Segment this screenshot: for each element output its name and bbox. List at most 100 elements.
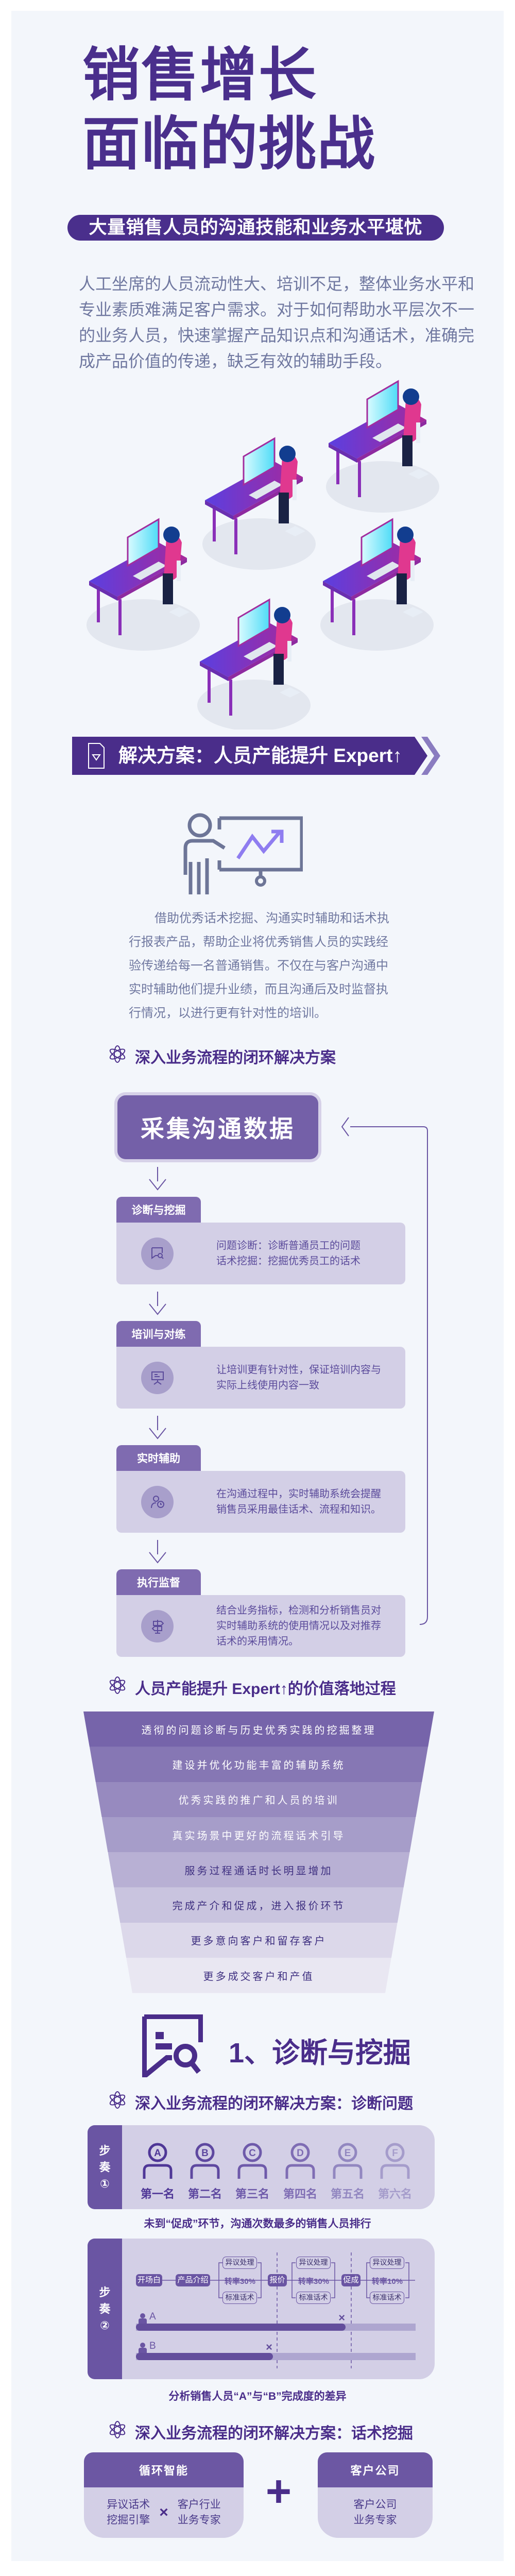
flow-node: 报价: [268, 2274, 287, 2286]
section-header-funnel: 人员产能提升 Expert↑的价值落地过程: [109, 1676, 396, 1699]
challenge-pill: 大量销售人员的沟通技能和业务水平堪忧: [67, 215, 444, 241]
person-icon: [139, 2313, 147, 2324]
solution-banner-text: 解决方案：人员产能提升 Expert↑: [118, 745, 402, 766]
engine-line: 挖掘引擎: [107, 2514, 150, 2526]
loop-intelligence-title: 循环智能: [84, 2452, 244, 2487]
hero-title-line2: 面临的挑战: [82, 112, 376, 176]
expert-line: 业务专家: [177, 2514, 221, 2526]
desk-worker: [196, 599, 312, 730]
conversion-rate: 转率10%: [371, 2277, 403, 2286]
funnel-row: 更多意向客户和留存客户: [120, 1922, 398, 1958]
client-line: 业务专家: [353, 2514, 397, 2526]
diagnosis-title: 1、诊断与挖掘: [229, 2038, 411, 2069]
funnel-row: 透彻的问题诊断与历史优秀实践的挖掘整理: [83, 1711, 434, 1747]
step1-label: 步奏①: [88, 2125, 122, 2209]
objection-handling-node: 异议处理: [296, 2257, 331, 2269]
paragraph-line: 行报表产品，帮助企业将优秀销售人员的实践经: [129, 935, 388, 949]
expert-line: 客户行业: [177, 2499, 221, 2511]
multiply-icon: ×: [159, 2504, 168, 2521]
progress-fill: [136, 2353, 273, 2360]
step-description-line: 实时辅助系统的使用情况以及对推荐: [216, 1620, 381, 1632]
svg-text:A: A: [154, 2148, 161, 2159]
rank-label: 第五名: [330, 2188, 365, 2200]
rank-label: 第六名: [377, 2188, 412, 2200]
step-description-line: 话术的采用情况。: [216, 1636, 299, 1647]
salesperson-name: A: [149, 2311, 156, 2322]
arrow-down-icon: [149, 1292, 166, 1315]
paragraph-line: 实时辅助他们提升业绩，而且沟通后及时监督执: [129, 982, 388, 996]
person-a-icon: A: [143, 2143, 173, 2179]
objection-handling-node: 异议处理: [222, 2257, 257, 2269]
step-description-line: 结合业务指标，检测和分析销售员对: [216, 1605, 381, 1616]
client-company-box: 客户公司 客户公司业务专家: [318, 2452, 433, 2538]
step-description-line: 销售员采用最佳话术、流程和知识。: [216, 1504, 381, 1515]
standard-script-node: 标准话术: [370, 2292, 404, 2304]
step-description: 结合业务指标，检测和分析销售员对实时辅助系统的使用情况以及对推荐话术的采用情况。: [216, 1595, 381, 1657]
step-description-line: 问题诊断：诊断普通员工的问题: [216, 1240, 360, 1251]
step1-label-text: 步奏①: [99, 2144, 111, 2190]
paragraph-line: 成产品价值的传递，缺乏有效的辅助手段。: [79, 352, 392, 370]
client-line: 客户公司: [353, 2499, 397, 2511]
progress-fill: [136, 2324, 346, 2331]
paragraph-line: 人工坐席的人员流动性大、培训不足，整体业务水平和: [79, 275, 475, 293]
step-description-line: 话术挖掘：挖掘优秀员工的话术: [216, 1256, 360, 1267]
ranked-person: D 第四名: [282, 2125, 318, 2201]
collect-data-label: 采集沟通数据: [117, 1095, 318, 1159]
desk-worker: [85, 518, 201, 652]
stop-x-icon: ×: [338, 2311, 346, 2324]
step-card: 在沟通过程中，实时辅助系统会提醒销售员采用最佳话术、流程和知识。: [116, 1471, 405, 1533]
section-header-text: 深入业务流程的闭环解决方案：话术挖掘: [135, 2425, 413, 2442]
svg-text:F: F: [392, 2148, 398, 2159]
paragraph-line: 专业素质难满足客户需求。对于如何帮助水平层次不一: [79, 300, 475, 319]
rank-label: 第四名: [283, 2188, 317, 2200]
person-d-icon: D: [285, 2143, 315, 2179]
funnel-row: 优秀实践的推广和人员的培训: [95, 1782, 422, 1818]
section-header-text: 深入业务流程的闭环解决方案: [135, 1049, 336, 1066]
person-e-icon: E: [333, 2143, 363, 2179]
plus-icon: +: [265, 2467, 292, 2516]
ranked-person: F 第六名: [377, 2125, 413, 2201]
rank-label: 第一名: [140, 2188, 175, 2200]
step2-caption: 分析销售人员“A”与“B”完成度的差异: [168, 2391, 347, 2402]
chat-search-icon: [141, 1238, 174, 1270]
person-f-icon: F: [380, 2143, 410, 2179]
presentation-board-icon: [141, 1362, 174, 1394]
rank-label: 第三名: [235, 2188, 269, 2200]
document-diamond-icon: [88, 743, 105, 769]
paragraph-line: 借助优秀话术挖掘、沟通实时辅助和话术执: [154, 911, 389, 925]
atom-icon: [109, 1676, 126, 1699]
arrow-down-icon: [149, 1167, 166, 1191]
step2-progress-panel: 步奏② 开场白产品介绍报价促成异议处理转率30%标准话术异议处理转率30%标准话…: [88, 2239, 435, 2379]
solution-banner: 解决方案：人员产能提升 Expert↑: [72, 737, 415, 775]
person-c-icon: C: [237, 2143, 267, 2179]
funnel-row: 建设并优化功能丰富的辅助系统: [89, 1747, 428, 1782]
flow-node: 促成: [341, 2274, 360, 2286]
atom-icon: [109, 2091, 126, 2113]
step-description: 问题诊断：诊断普通员工的问题话术挖掘：挖掘优秀员工的话术: [216, 1223, 360, 1284]
step1-caption: 未到“促成”环节，沟通次数最多的销售人员排行: [144, 2218, 371, 2230]
section-header-loop: 深入业务流程的闭环解决方案: [109, 1045, 336, 1067]
atom-icon: [109, 1045, 126, 1067]
presenter-chart-icon: [183, 813, 303, 894]
office-illustration: [85, 380, 440, 730]
conversion-rate: 转率30%: [224, 2277, 256, 2286]
user-clock-icon: [141, 1486, 174, 1518]
engine-line: 异议话术: [107, 2499, 150, 2511]
ranked-person: A 第一名: [140, 2125, 176, 2201]
arrow-down-icon: [149, 1540, 166, 1564]
stop-x-icon: ×: [266, 2341, 272, 2353]
step-tab: 执行监督: [116, 1569, 201, 1595]
desk-worker: [319, 518, 435, 652]
funnel-row: 完成产介和促成，进入报价环节: [114, 1887, 404, 1923]
paragraph-line: 的业务人员，快速掌握产品知识点和沟通话术，准确完: [79, 326, 475, 345]
hero-paragraph: 人工坐席的人员流动性大、培训不足，整体业务水平和专业素质难满足客户需求。对于如何…: [79, 271, 474, 374]
funnel-row: 更多成交客户和产值: [126, 1957, 391, 1993]
step-card: 让培训更有针对性，保证培训内容与实际上线使用内容一致: [116, 1347, 405, 1409]
svg-text:C: C: [249, 2148, 256, 2159]
standard-script-node: 标准话术: [296, 2292, 331, 2304]
svg-text:B: B: [201, 2148, 209, 2159]
flow-node: 开场白: [136, 2274, 162, 2286]
step-tab: 诊断与挖掘: [116, 1197, 201, 1223]
step-description: 在沟通过程中，实时辅助系统会提醒销售员采用最佳话术、流程和知识。: [216, 1471, 381, 1533]
